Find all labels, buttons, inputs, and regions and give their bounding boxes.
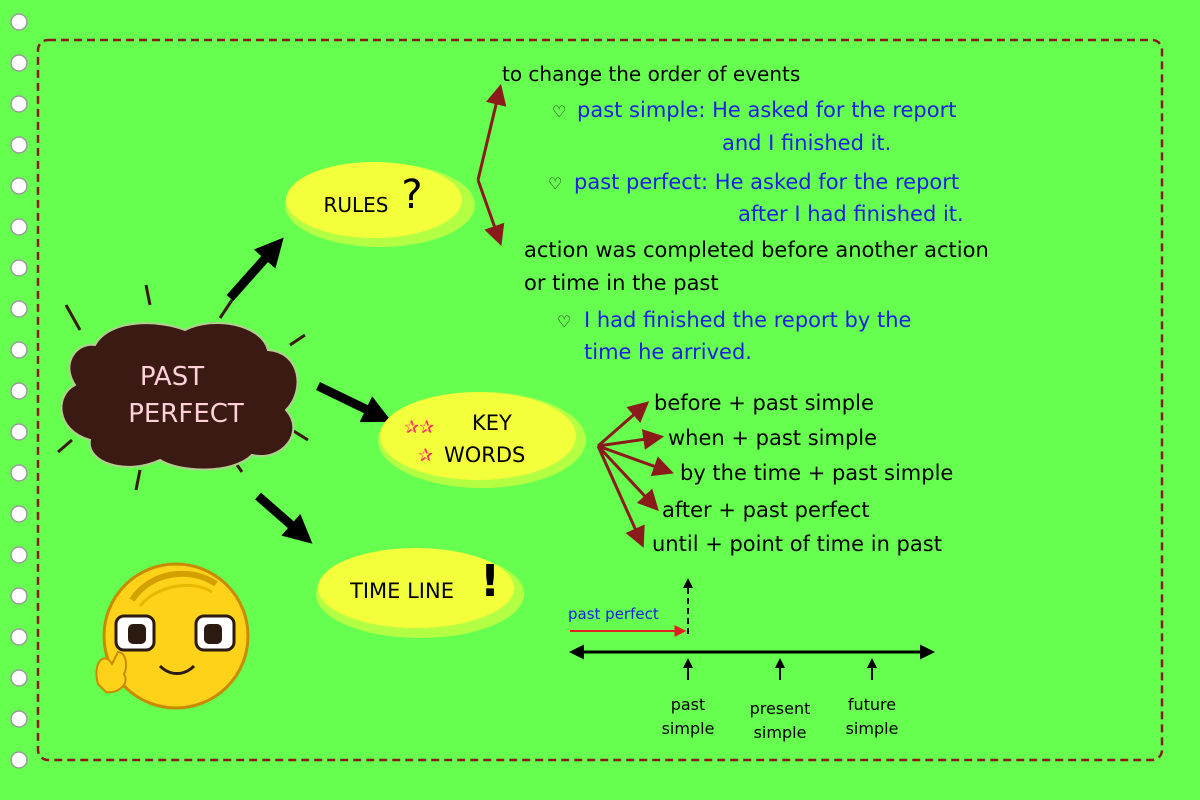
- key-words-label-line2: WORDS: [444, 443, 525, 467]
- binding-ring: [10, 382, 28, 400]
- binding-ring: [10, 341, 28, 359]
- binding-ring: [10, 423, 28, 441]
- binding-ring: [10, 136, 28, 154]
- timeline-diagram: past perfect past simple present simple …: [568, 578, 935, 742]
- future-simple-label-line1: future: [848, 695, 896, 714]
- heart-icon: ♡: [552, 102, 566, 121]
- future-simple-label-line2: simple: [846, 719, 899, 738]
- past-perfect-label: past perfect: [568, 605, 659, 623]
- question-mark-icon: ?: [401, 172, 422, 218]
- time-line-node: TIME LINE !: [316, 548, 524, 638]
- rule-order-of-events: to change the order of events: [502, 62, 800, 86]
- binding-ring: [10, 710, 28, 728]
- dashed-page-border: [36, 38, 1164, 762]
- binding-ring: [10, 505, 28, 523]
- rule-action-completed-line1: action was completed before another acti…: [524, 238, 989, 262]
- center-node: PAST PERFECT: [57, 284, 309, 491]
- arrow-to-rules: [226, 237, 284, 301]
- star-icon: ✰: [418, 445, 433, 466]
- rules-branch-arrow-up: [476, 83, 507, 181]
- rules-branch-arrow-down: [476, 179, 505, 246]
- example-by-the-time-line1: I had finished the report by the: [584, 308, 911, 332]
- star-icon: ✰✰: [404, 417, 434, 438]
- binding-ring: [10, 95, 28, 113]
- binding-ring: [10, 13, 28, 31]
- example-past-simple-line2: and I finished it.: [722, 131, 891, 155]
- binding-ring: [10, 464, 28, 482]
- binding-ring: [10, 669, 28, 687]
- smiley-mascot: [95, 562, 250, 710]
- present-simple-label-line2: simple: [754, 723, 807, 742]
- key-word-after: after + past perfect: [662, 498, 870, 522]
- example-past-perfect-line2: after I had finished it.: [738, 202, 964, 226]
- binding-ring: [10, 587, 28, 605]
- binding-ring: [10, 259, 28, 277]
- key-word-until: until + point of time in past: [652, 532, 942, 556]
- key-word-by-the-time: by the time + past simple: [680, 461, 953, 485]
- notebook-binding-rings: [10, 13, 28, 769]
- rules-node: RULES ?: [285, 162, 475, 247]
- binding-ring: [10, 300, 28, 318]
- rules-label: RULES: [323, 193, 388, 217]
- binding-ring: [10, 546, 28, 564]
- exclamation-icon: !: [480, 556, 500, 607]
- key-words-label-line1: KEY: [472, 411, 512, 435]
- example-past-simple-line1: past simple: He asked for the report: [577, 98, 956, 122]
- heart-icon: ♡: [557, 312, 571, 331]
- key-words-node: ✰✰ ✰ KEY WORDS: [378, 392, 586, 488]
- past-simple-label-line1: past: [671, 695, 706, 714]
- key-word-when: when + past simple: [668, 426, 877, 450]
- binding-ring: [10, 54, 28, 72]
- example-by-the-time-line2: time he arrived.: [584, 340, 752, 364]
- binding-ring: [10, 177, 28, 195]
- binding-ring: [10, 751, 28, 769]
- key-word-before: before + past simple: [654, 391, 874, 415]
- time-line-label: TIME LINE: [349, 579, 454, 603]
- center-title-line1: PAST: [140, 362, 204, 392]
- key-words-arrows: [596, 401, 674, 548]
- center-title-line2: PERFECT: [128, 399, 244, 429]
- present-simple-label-line1: present: [750, 699, 811, 718]
- past-simple-label-line2: simple: [662, 719, 715, 738]
- arrow-to-time-line: [255, 492, 313, 544]
- rule-action-completed-line2: or time in the past: [524, 271, 719, 295]
- example-past-perfect-line1: past perfect: He asked for the report: [574, 170, 959, 194]
- arrow-to-key-words: [316, 381, 392, 423]
- center-blob: [60, 322, 299, 471]
- binding-ring: [10, 628, 28, 646]
- heart-icon: ♡: [548, 174, 562, 193]
- binding-ring: [10, 218, 28, 236]
